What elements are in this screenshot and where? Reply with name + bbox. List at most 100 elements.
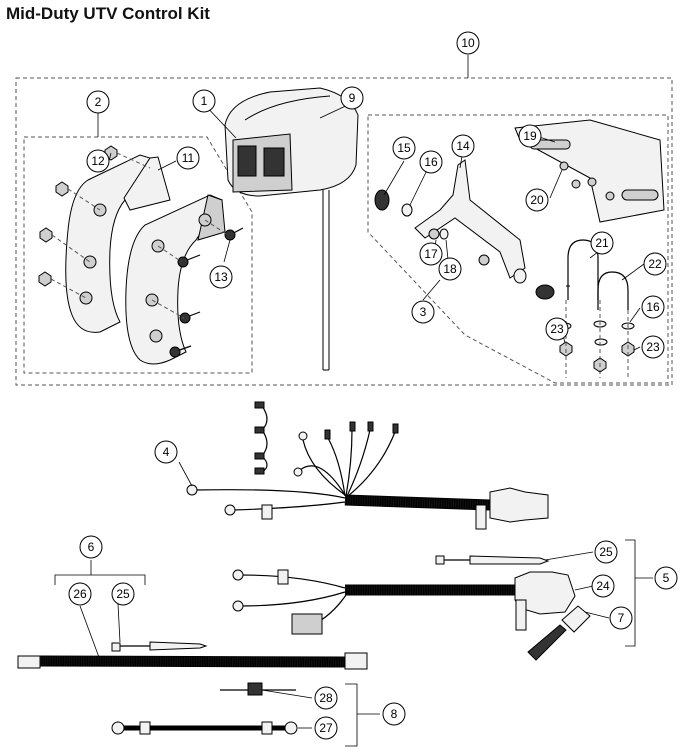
callout-number: 16	[646, 300, 660, 314]
callout-12: 12	[86, 149, 110, 173]
callout-number: 16	[424, 155, 438, 169]
callout-circle	[382, 702, 406, 726]
callout-23: 23	[545, 317, 569, 341]
callout-25: 25	[594, 540, 618, 564]
callout-number: 25	[116, 587, 130, 601]
callouts: 1234567891011121314151616171819202122232…	[68, 31, 678, 740]
callout-circle	[86, 90, 110, 114]
callout-number: 15	[397, 141, 411, 155]
callout-circle	[456, 31, 480, 55]
callout-22: 22	[643, 252, 667, 276]
callout-number: 3	[420, 305, 427, 319]
callout-2: 2	[86, 90, 110, 114]
callout-circle	[643, 252, 667, 276]
callout-25: 25	[111, 582, 135, 606]
callout-circle	[340, 86, 364, 110]
callout-18: 18	[438, 257, 462, 281]
callout-circle	[154, 440, 178, 464]
callout-number: 2	[95, 95, 102, 109]
small-screws	[559, 161, 615, 201]
control-harness	[186, 401, 549, 530]
callout-23: 23	[641, 335, 665, 359]
callout-circle	[641, 335, 665, 359]
mount-group-boundary	[367, 114, 669, 384]
callout-number: 20	[530, 193, 544, 207]
kit-boundary	[15, 77, 673, 386]
callout-number: 17	[424, 247, 438, 261]
callout-circle	[518, 124, 542, 148]
callout-circle	[438, 257, 462, 281]
callout-4: 4	[154, 440, 178, 464]
callout-circle	[111, 582, 135, 606]
callout-circle	[86, 149, 110, 173]
callout-number: 23	[550, 322, 564, 336]
callout-11: 11	[176, 146, 200, 170]
callout-1: 1	[192, 89, 216, 113]
callout-28: 28	[314, 686, 338, 710]
callout-number: 13	[214, 270, 228, 284]
battery-cable	[111, 721, 298, 735]
callout-circle	[392, 136, 416, 160]
assembly-lines	[50, 152, 229, 319]
callout-number: 19	[523, 129, 537, 143]
callout-number: 24	[596, 579, 610, 593]
callout-circle	[525, 188, 549, 212]
callout-circle	[314, 686, 338, 710]
callout-5: 5	[654, 566, 678, 590]
callout-circle	[176, 146, 200, 170]
callout-circle	[594, 540, 618, 564]
callout-3: 3	[411, 300, 435, 324]
callout-24: 24	[591, 574, 615, 598]
callout-number: 5	[663, 571, 670, 585]
callout-number: 23	[646, 340, 660, 354]
callout-21: 21	[590, 231, 614, 255]
callout-circle	[654, 566, 678, 590]
callout-circle	[591, 574, 615, 598]
callout-circle	[68, 582, 92, 606]
hand-grip-right	[125, 194, 226, 365]
callout-circle	[419, 150, 443, 174]
callout-16: 16	[419, 150, 443, 174]
callout-7: 7	[609, 606, 633, 630]
washers-nuts	[558, 300, 635, 378]
inline-fuse	[220, 682, 296, 696]
callout-number: 9	[349, 91, 356, 105]
grip-group-boundary	[23, 136, 253, 374]
callout-number: 21	[595, 236, 609, 250]
callout-16: 16	[641, 295, 665, 319]
callout-14: 14	[451, 134, 475, 158]
knob-and-washers	[374, 189, 555, 300]
callout-number: 12	[91, 154, 105, 168]
callout-circle	[192, 89, 216, 113]
fuse-clip	[527, 605, 591, 661]
callout-10: 10	[456, 31, 480, 55]
callout-circle	[411, 300, 435, 324]
callout-number: 6	[88, 540, 95, 554]
callout-number: 27	[319, 721, 333, 735]
callout-circle	[641, 295, 665, 319]
callout-number: 14	[456, 139, 470, 153]
callout-number: 10	[461, 36, 475, 50]
callout-8: 8	[382, 702, 406, 726]
callout-number: 4	[163, 445, 170, 459]
control-module	[224, 87, 359, 371]
extension-harness	[17, 641, 368, 670]
callout-number: 8	[391, 707, 398, 721]
callout-17: 17	[419, 242, 443, 266]
page-title: Mid-Duty UTV Control Kit	[6, 4, 210, 23]
callout-number: 28	[319, 691, 333, 705]
callout-number: 26	[73, 587, 87, 601]
callout-number: 18	[443, 262, 457, 276]
callout-9: 9	[340, 86, 364, 110]
callout-20: 20	[525, 188, 549, 212]
callout-26: 26	[68, 582, 92, 606]
callout-number: 1	[201, 94, 208, 108]
callout-circle	[545, 317, 569, 341]
callout-circle	[79, 535, 103, 559]
callout-circle	[590, 231, 614, 255]
cap-screws	[169, 227, 244, 358]
callout-circle	[609, 606, 633, 630]
callout-circle	[419, 242, 443, 266]
callout-number: 11	[182, 151, 195, 165]
